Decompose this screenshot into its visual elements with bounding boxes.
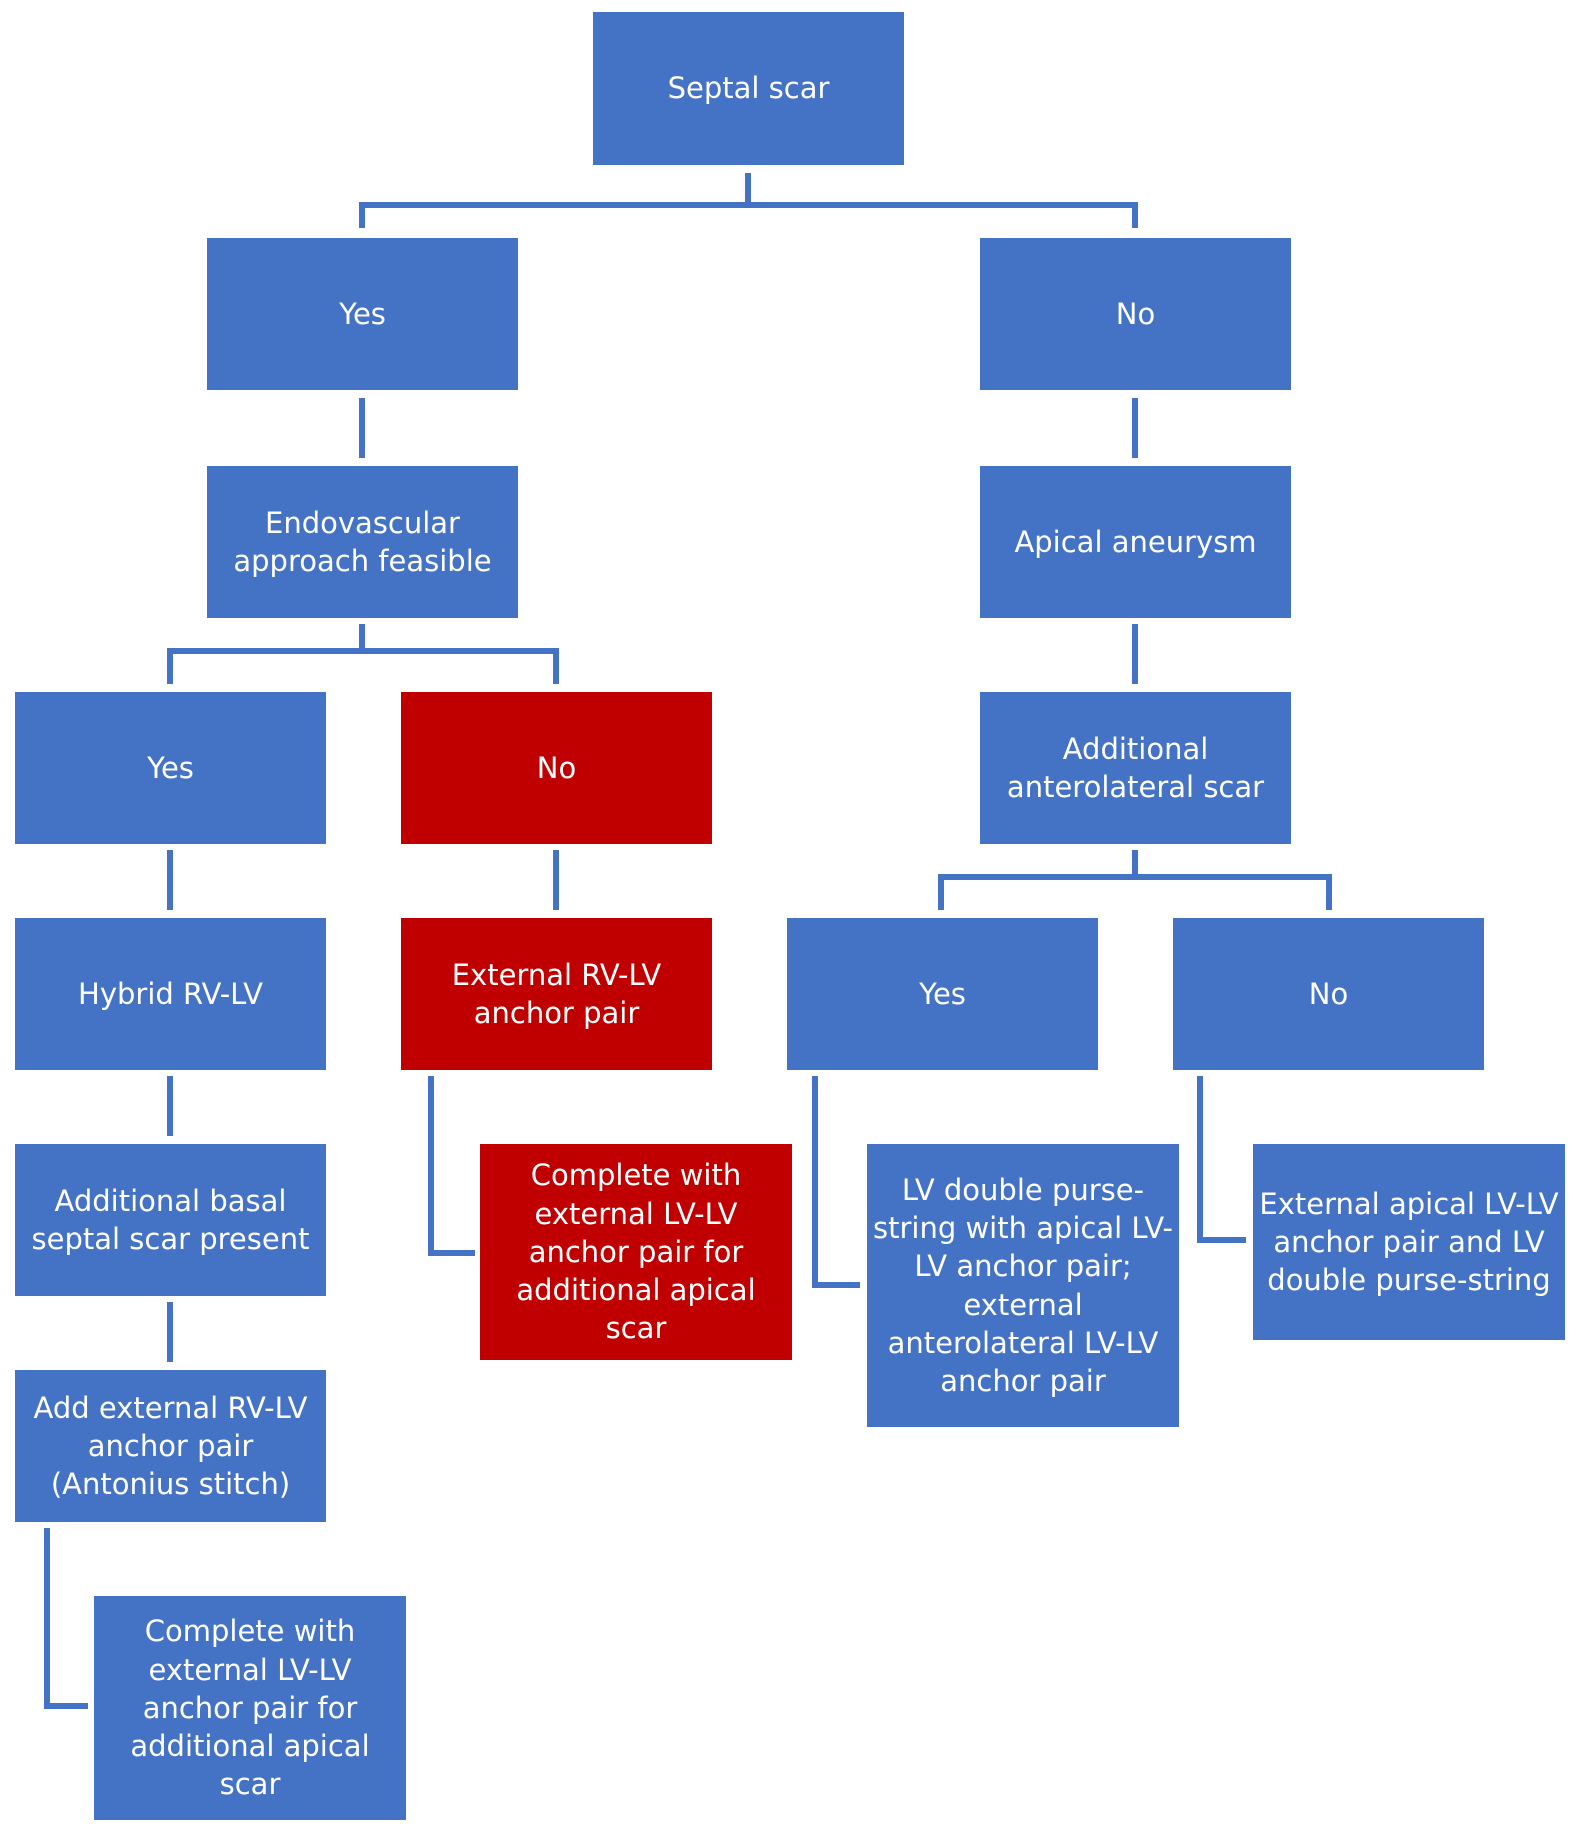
connector-external-rvlv-to-complete xyxy=(428,1076,475,1256)
node-apical-aneurysm: Apical aneurysm xyxy=(980,466,1291,618)
node-external-apical-lv-lv: External apical LV-LV anchor pair and LV… xyxy=(1253,1144,1565,1340)
node-yes-top: Yes xyxy=(207,238,518,390)
node-complete-external-lv-lv-red: Complete with external LV-LV anchor pair… xyxy=(480,1144,792,1360)
node-yes-anterolateral: Yes xyxy=(787,918,1098,1070)
connector-no-to-external-apical xyxy=(1197,1076,1246,1243)
connector-septal-to-yes-no xyxy=(359,173,1138,228)
node-hybrid-rv-lv: Hybrid RV-LV xyxy=(15,918,326,1070)
node-lv-double-purse-string: LV double purse- string with apical LV- … xyxy=(867,1144,1179,1427)
connector-anterolateral-to-yes-no xyxy=(938,850,1332,910)
node-external-rv-lv-anchor-pair: External RV-LV anchor pair xyxy=(401,918,712,1070)
node-yes-endovascular: Yes xyxy=(15,692,326,844)
node-additional-anterolateral-scar: Additional anterolateral scar xyxy=(980,692,1291,844)
node-no-endovascular: No xyxy=(401,692,712,844)
node-complete-external-lv-lv-blue: Complete with external LV-LV anchor pair… xyxy=(94,1596,406,1820)
connector-add-external-to-complete xyxy=(44,1528,88,1709)
connector-endovascular-to-yes-no xyxy=(167,624,559,684)
node-additional-basal-septal-scar: Additional basal septal scar present xyxy=(15,1144,326,1296)
node-add-external-rv-lv-anchor-pair: Add external RV-LV anchor pair (Antonius… xyxy=(15,1370,326,1522)
connector-yes-to-lv-double xyxy=(812,1076,860,1288)
node-no-top: No xyxy=(980,238,1291,390)
node-no-anterolateral: No xyxy=(1173,918,1484,1070)
node-endovascular-approach: Endovascular approach feasible xyxy=(207,466,518,618)
node-septal-scar: Septal scar xyxy=(593,12,904,165)
